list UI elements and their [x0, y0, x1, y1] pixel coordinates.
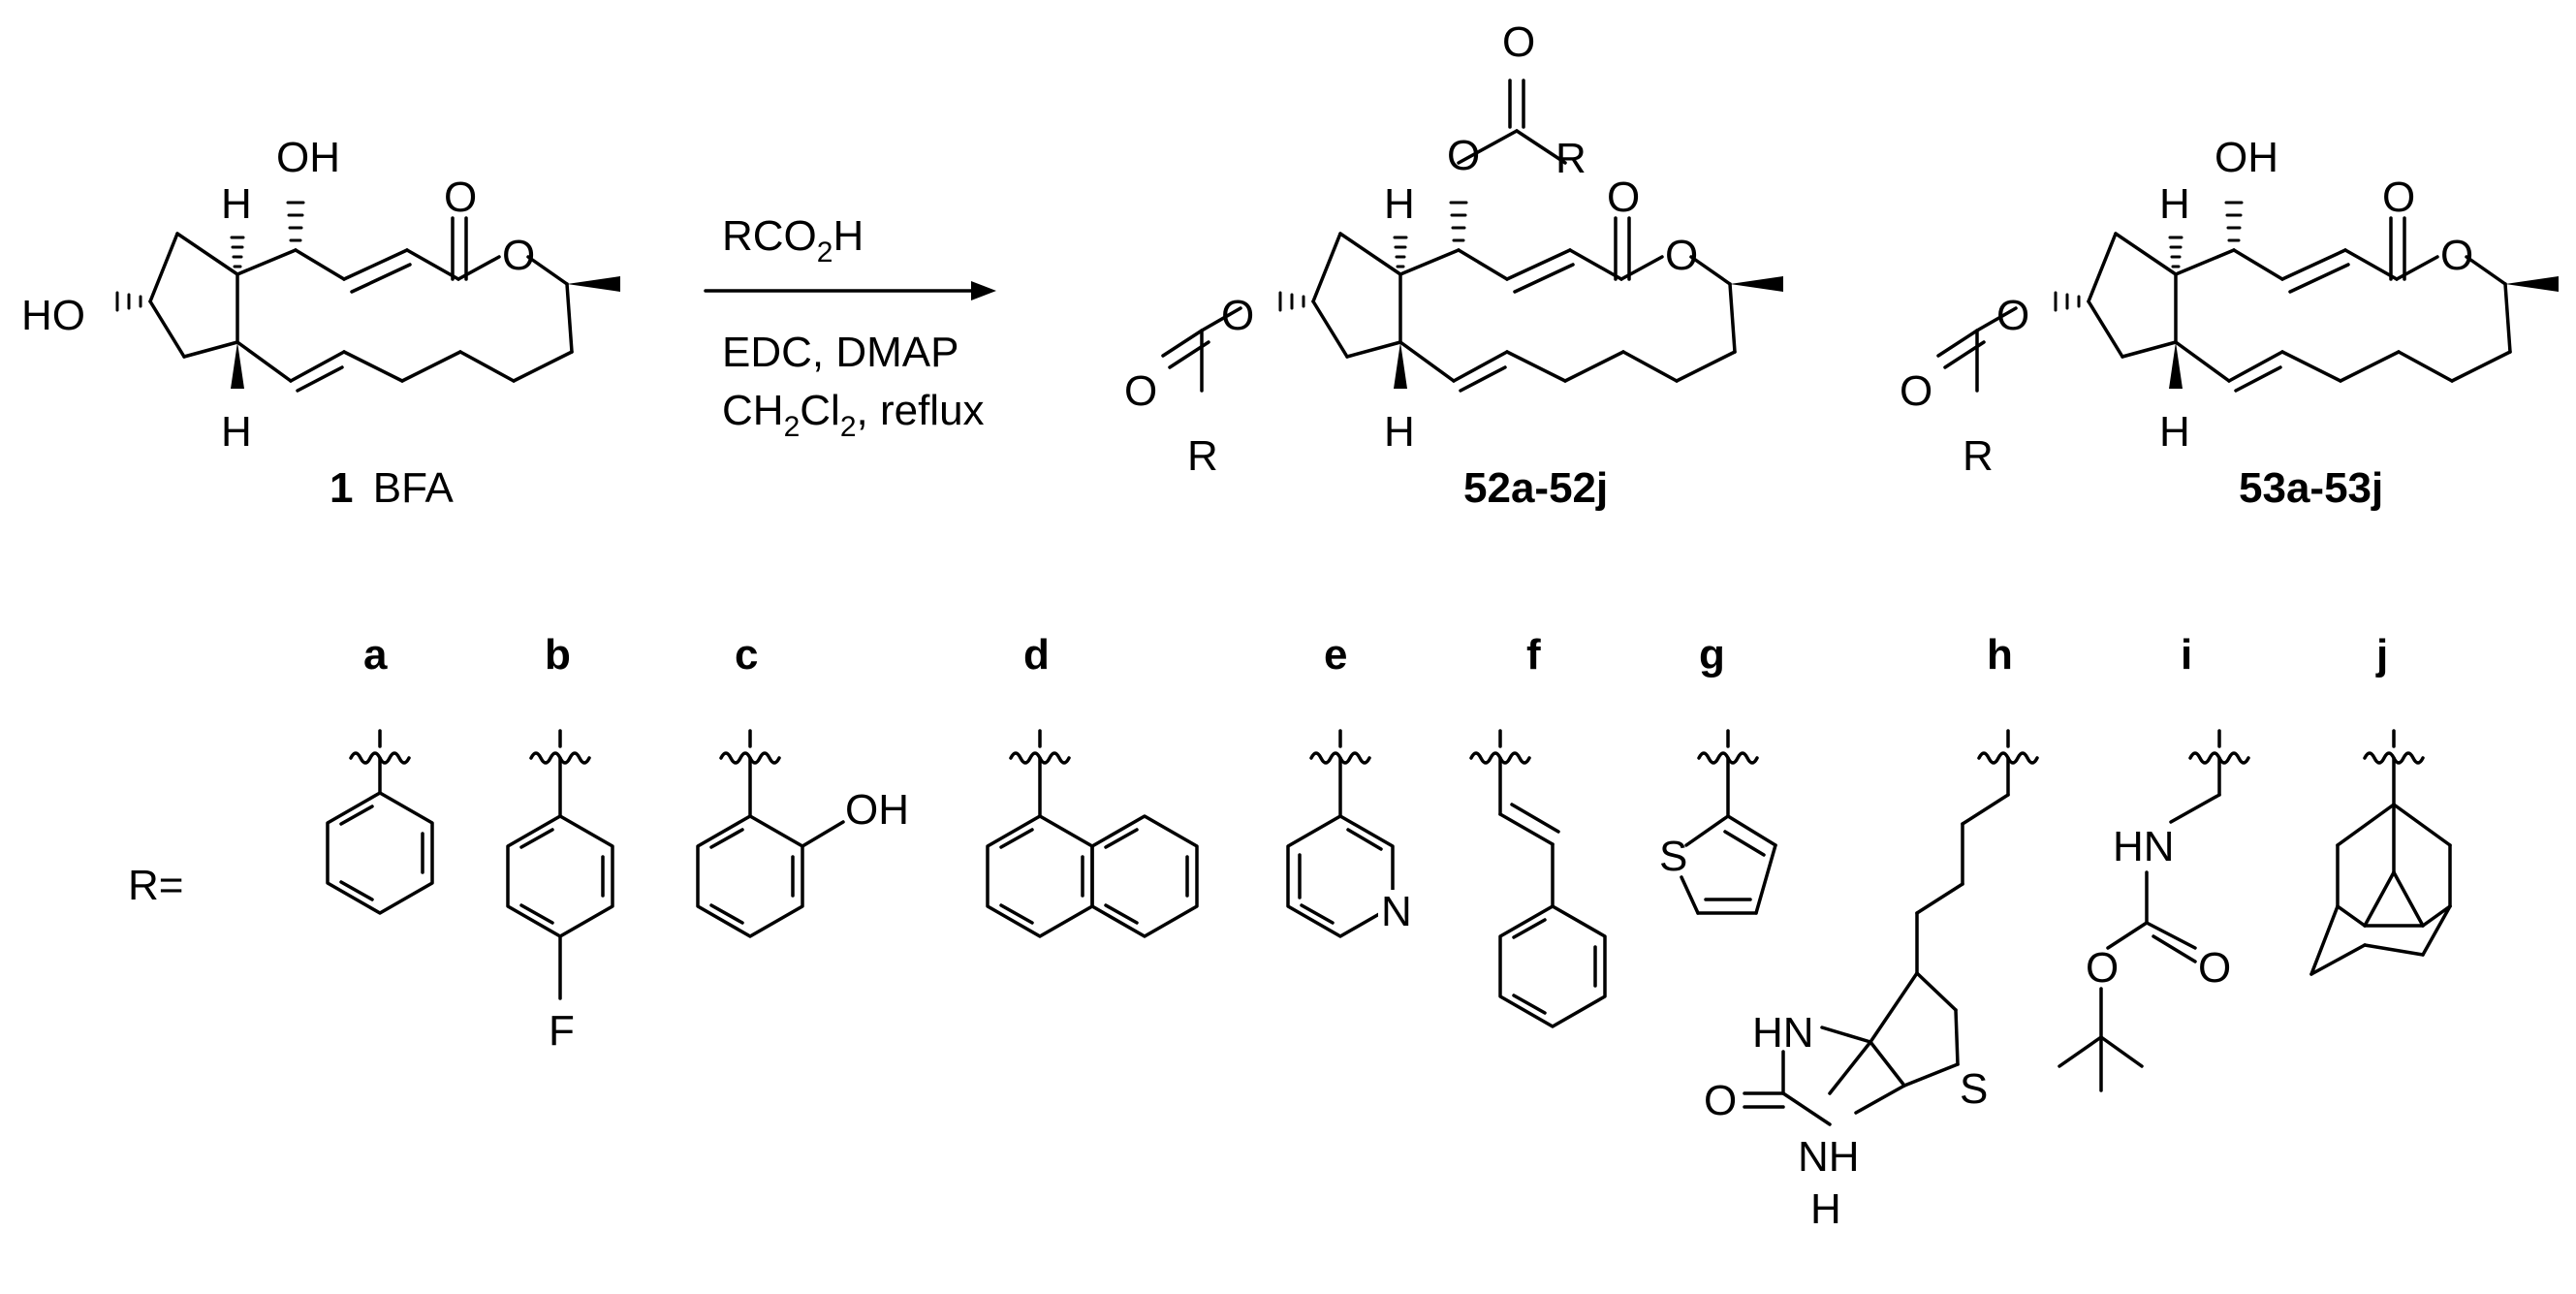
- atom-oh: OH: [276, 134, 340, 181]
- atom-oh: OH: [2215, 134, 2278, 181]
- atom-o: O: [1900, 367, 1932, 415]
- atom-r: R: [1187, 432, 1218, 480]
- atom-nh: NH: [1798, 1133, 1860, 1181]
- atom-o: O: [1502, 18, 1535, 66]
- atom-h: H: [1810, 1185, 1841, 1233]
- r-group-a-phenyl: [326, 729, 434, 915]
- r-group-letter-i: i: [2181, 631, 2192, 679]
- compound-52-structure: [1161, 79, 1785, 393]
- r-group-e-pyridyl: [1286, 729, 1395, 938]
- atom-r: R: [1555, 135, 1586, 182]
- r-group-letter-c: c: [735, 631, 758, 679]
- r-group-d-naphthyl: [986, 729, 1199, 938]
- r-group-g-thienyl: [1680, 729, 1777, 915]
- r-group-letter-a: a: [363, 631, 388, 679]
- r-group-letter-g: g: [1699, 631, 1725, 679]
- n-label-bg: [1378, 890, 1417, 929]
- reagent-edc-dmap: EDC, DMAP: [722, 329, 958, 376]
- atom-n: N: [1381, 888, 1412, 935]
- atom-o: O: [2440, 232, 2473, 279]
- compound-1-label: 1 BFA: [330, 464, 455, 512]
- reaction-arrow: [704, 281, 996, 300]
- atom-h: H: [1384, 180, 1415, 228]
- atom-hn: HN: [2113, 823, 2175, 870]
- r-group-letter-e: e: [1324, 631, 1347, 679]
- compound-1-number: 1: [330, 464, 353, 512]
- compound-1-name: BFA: [373, 464, 455, 512]
- r-group-i-boc-aminomethyl: [2058, 729, 2250, 1092]
- atom-h: H: [1384, 408, 1415, 456]
- r-group-letter-d: d: [1023, 631, 1050, 679]
- atom-o: O: [2086, 944, 2119, 992]
- compound-53-label: 53a-53j: [2239, 464, 2383, 512]
- atom-h: H: [221, 408, 252, 456]
- r-group-letter-b: b: [545, 631, 571, 679]
- r-group-j-adamantyl: [2309, 729, 2452, 976]
- r-group-letter-h: h: [1987, 631, 2013, 679]
- atom-s: S: [1659, 833, 1687, 880]
- atom-o: O: [2198, 944, 2231, 992]
- atom-o: O: [1221, 292, 1254, 339]
- r-group-letter-j: j: [2375, 631, 2388, 679]
- compound-53-structure: [1936, 201, 2560, 393]
- atom-s: S: [1960, 1065, 1988, 1113]
- r-group-h-biotinyl: [1743, 729, 2039, 1126]
- atom-o: O: [1704, 1077, 1737, 1124]
- atom-o: O: [1447, 132, 1480, 179]
- atom-hn: HN: [1752, 1009, 1814, 1057]
- atom-o: O: [1607, 174, 1640, 221]
- r-group-f-styryl: [1469, 729, 1607, 1028]
- atom-oh: OH: [845, 786, 909, 834]
- atom-o: O: [1665, 232, 1698, 279]
- r-group-c-hydroxyphenyl: [696, 729, 845, 938]
- atom-h: H: [221, 180, 252, 228]
- atom-r: R: [1963, 432, 1994, 480]
- atom-o: O: [1124, 367, 1157, 415]
- atom-o: O: [444, 174, 477, 221]
- r-group-letter-f: f: [1526, 631, 1541, 679]
- atom-o: O: [2382, 174, 2415, 221]
- atom-h: H: [2159, 408, 2190, 456]
- atom-o: O: [1996, 292, 2029, 339]
- compound-1-structure: [115, 201, 622, 393]
- reagent-rco2h: RCO2H: [722, 212, 864, 268]
- reagent-solvent: CH2Cl2, reflux: [722, 387, 985, 443]
- atom-f: F: [549, 1007, 575, 1055]
- atom-ho: HO: [21, 292, 85, 339]
- atom-h: H: [2159, 180, 2190, 228]
- r-groups-prefix: R=: [128, 862, 183, 909]
- compound-52-label: 52a-52j: [1463, 464, 1608, 512]
- atom-o: O: [502, 232, 535, 279]
- r-group-b-fluorophenyl: [506, 729, 614, 1000]
